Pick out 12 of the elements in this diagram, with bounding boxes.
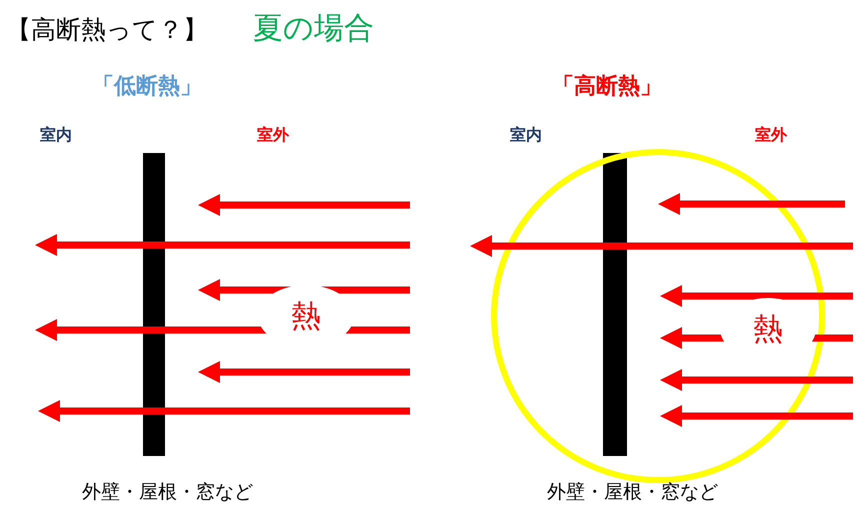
- wall-bar: [603, 153, 627, 456]
- side-label: 室内: [40, 127, 72, 143]
- side-label: 室外: [755, 127, 787, 143]
- wall-bar: [143, 153, 165, 456]
- title: 【高断熱って？】: [6, 17, 208, 42]
- side-label: 室外: [257, 127, 289, 143]
- side-label: 室内: [510, 127, 542, 143]
- caption-text: 外壁・屋根・窓など: [547, 483, 718, 502]
- caption-text: 外壁・屋根・窓など: [82, 483, 253, 502]
- subtitle: 夏の場合: [253, 14, 374, 44]
- section-heading: 「高断熱」: [552, 76, 662, 98]
- section-heading: 「低断熱」: [92, 76, 202, 98]
